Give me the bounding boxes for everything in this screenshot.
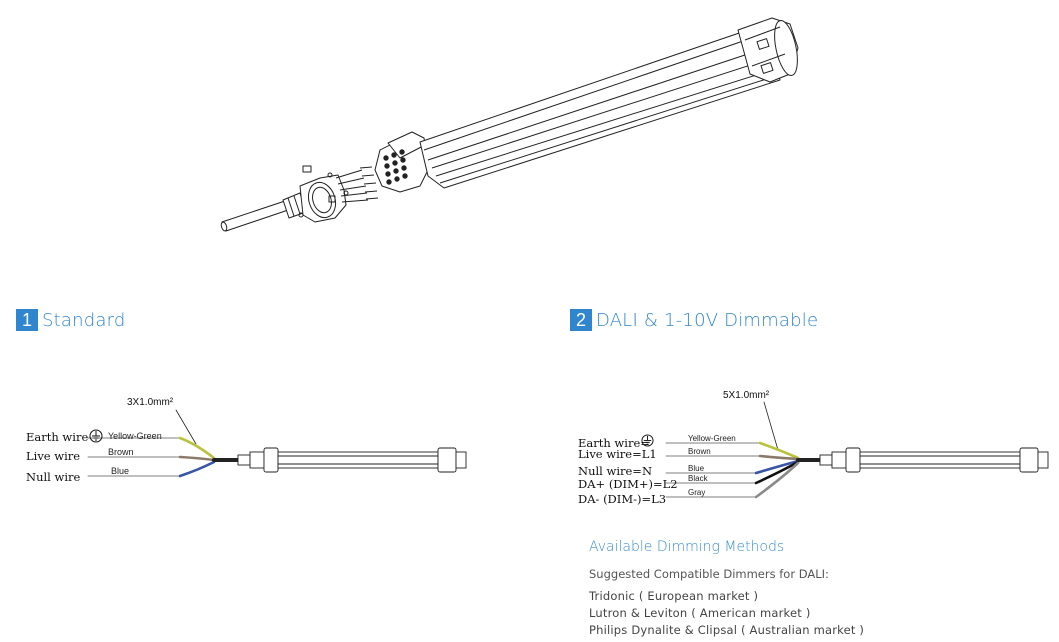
wire-color-yellow-green-dim: Yellow-Green	[688, 434, 736, 443]
wire-color-brown: Brown	[108, 447, 134, 457]
wire-label-null: Null wire	[26, 470, 81, 484]
cable-spec-dimmable: 5X1.0mm²	[723, 390, 770, 401]
wire-label-earth: Earth wire	[26, 430, 89, 444]
ground-symbol-icon	[641, 434, 654, 447]
wire-label-earth-dim: Earth wire=	[578, 436, 650, 450]
wire-color-blue-dim: Blue	[688, 464, 705, 473]
cable-spec-standard: 3X1.0mm²	[127, 397, 174, 408]
wire-color-black-dim: Black	[688, 474, 708, 483]
dimming-heading: Available Dimming Methods	[589, 539, 785, 555]
wire-color-brown-dim: Brown	[688, 447, 711, 456]
dimming-subheading: Suggested Compatible Dimmers for DALI:	[589, 567, 829, 581]
section-number-2: 2	[570, 309, 592, 331]
wire-label-da-plus: DA+ (DIM+)=L2	[578, 477, 678, 491]
section-title-dimmable: DALI & 1-10V Dimmable	[596, 310, 819, 331]
wire-label-null-dim: Null wire=N	[578, 464, 653, 478]
dimmer-item: Philips Dynalite & Clipsal ( Australian …	[589, 623, 865, 637]
section-number-1: 1	[16, 309, 38, 331]
ground-symbol-icon	[89, 429, 103, 443]
dimmer-item: Lutron & Leviton ( American market )	[589, 606, 811, 620]
wire-color-yellow-green: Yellow-Green	[108, 431, 162, 441]
wire-color-gray-dim: Gray	[688, 488, 706, 497]
dimmer-item: Tridonic ( European market )	[589, 589, 759, 603]
wire-label-live: Live wire	[26, 449, 81, 463]
wire-label-live-dim: Live wire=L1	[578, 447, 657, 461]
section-title-standard: Standard	[42, 310, 126, 331]
wire-color-blue: Blue	[111, 466, 130, 476]
wire-label-da-minus: DA- (DIM-)=L3	[578, 492, 667, 506]
